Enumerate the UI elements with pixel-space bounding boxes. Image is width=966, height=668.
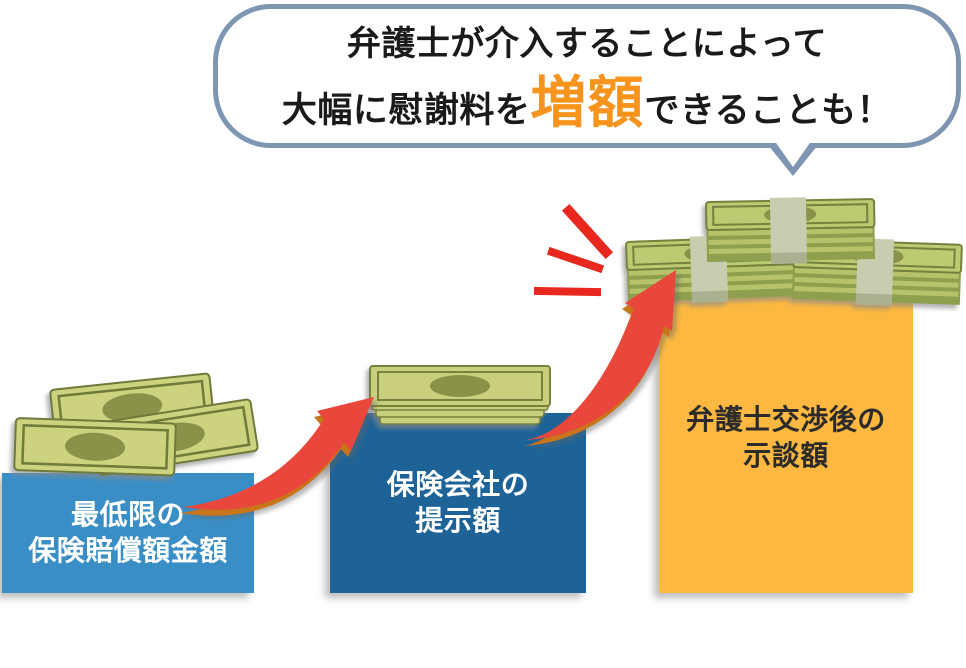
bar-minimum-insurance-amount: 最低限の 保険賠償額金額 — [2, 473, 254, 593]
bar-lawyer-settlement: 弁護士交渉後の 示談額 — [659, 283, 913, 593]
bubble-line2-highlight: 増額 — [530, 70, 645, 134]
emphasis-lines-icon — [533, 203, 614, 297]
bar-insurer-offer: 保険会社の 提示額 — [330, 413, 586, 593]
bar-lawyer-label-line2: 示談額 — [743, 440, 829, 471]
bar-minimum-label-line2: 保険賠償額金額 — [28, 535, 228, 566]
bar-insurer-label-line1: 保険会社の — [386, 468, 530, 500]
bubble-line2-suffix: できることも！ — [644, 90, 893, 130]
bar-minimum-label: 最低限の 保険賠償額金額 — [28, 497, 228, 570]
speech-bubble: 弁護士が介入することによって 大幅に慰謝料を増額できることも！ — [213, 4, 961, 148]
bubble-text-line2: 大幅に慰謝料を増額できることも！ — [281, 70, 893, 134]
bubble-text-line1: 弁護士が介入することによって — [346, 24, 828, 63]
bar-lawyer-label: 弁護士交渉後の 示談額 — [686, 402, 886, 475]
bar-minimum-label-line1: 最低限の — [70, 498, 185, 530]
bar-insurer-label: 保険会社の 提示額 — [387, 467, 530, 540]
speech-bubble-tail — [774, 140, 812, 167]
loose-banknotes-icon — [12, 372, 260, 477]
bubble-line2-prefix: 大幅に慰謝料を — [281, 90, 531, 130]
bar-insurer-label-line2: 提示額 — [415, 505, 501, 536]
bar-lawyer-label-line1: 弁護士交渉後の — [686, 403, 886, 435]
